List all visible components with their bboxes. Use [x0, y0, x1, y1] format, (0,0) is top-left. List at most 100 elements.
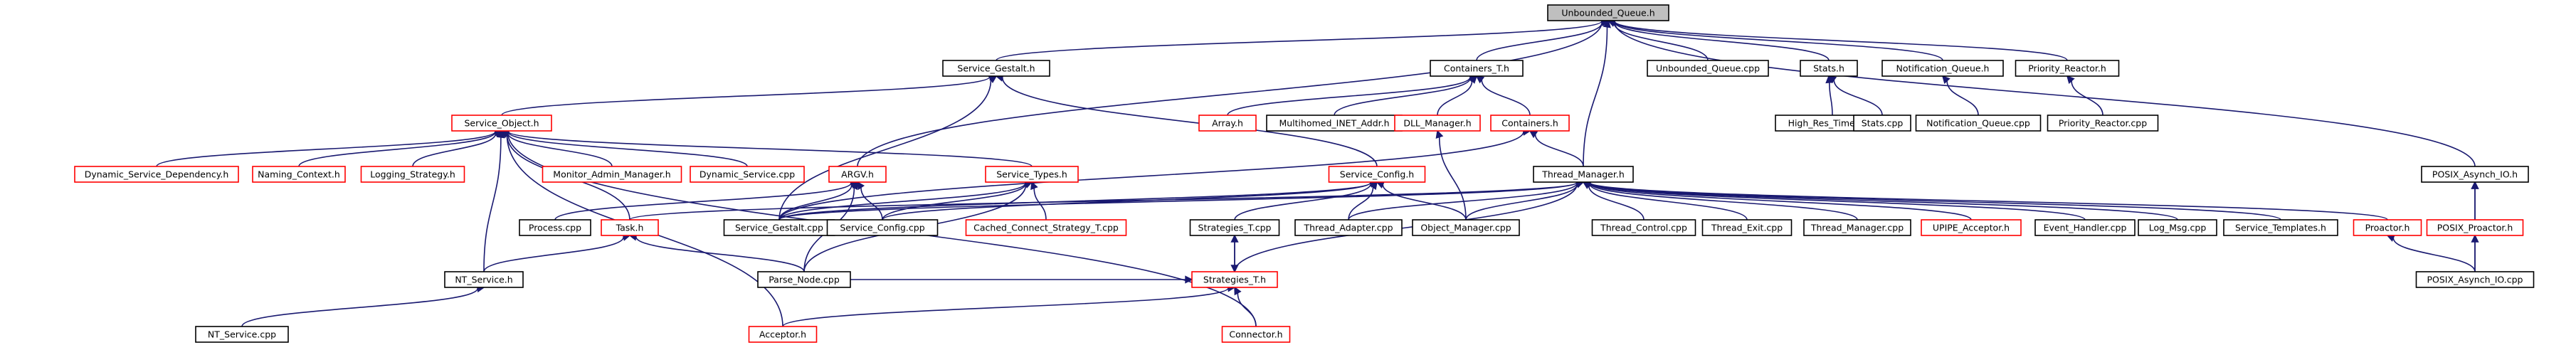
edge-line [507, 130, 1033, 167]
node-label: Connector.h [1229, 329, 1282, 340]
node-priority-reactor-h[interactable]: Priority_Reactor.h [2015, 60, 2120, 77]
node-box [2223, 219, 2338, 236]
node-box [451, 115, 552, 132]
node-box [2034, 219, 2136, 236]
node-unbounded-queue-cpp[interactable]: Unbounded_Queue.cpp [1647, 60, 1769, 77]
node-posix-asynch-io-h[interactable]: POSIX_Asynch_IO.h [2421, 166, 2529, 183]
node-argv-h[interactable]: ARGV.h [828, 166, 887, 183]
node-nt-service-cpp[interactable]: NT_Service.cpp [195, 326, 289, 343]
edge-posix_asynch_io_cpp-to-proactor_h [2386, 234, 2476, 272]
edge-line [778, 182, 1026, 221]
node-label: Strategies_T.h [1203, 275, 1266, 285]
edge-line [2392, 238, 2476, 272]
node-naming-context-h[interactable]: Naming_Context.h [252, 166, 346, 183]
node-box [2415, 271, 2535, 288]
node-label: Acceptor.h [759, 329, 806, 340]
node-upipe-acceptor-h[interactable]: UPIPE_Acceptor.h [1921, 219, 2022, 236]
node-notification-queue-h[interactable]: Notification_Queue.h [1881, 60, 2004, 77]
edge-service_gestalt_cpp-to-service_gestalt_h [778, 75, 998, 221]
edge-object_manager_cpp-to-service_config_h [1376, 181, 1467, 221]
edge-notification_queue_cpp-to-notification_queue_h [1941, 75, 1979, 116]
node-dll-manager-h[interactable]: DLL_Manager.h [1394, 115, 1481, 132]
node-proactor-h[interactable]: Proactor.h [2353, 219, 2422, 236]
edge-line [507, 131, 748, 167]
node-service-config-cpp[interactable]: Service_Config.cpp [826, 219, 939, 236]
node-event-handler-cpp[interactable]: Event_Handler.cpp [2034, 219, 2136, 236]
edge-line [554, 182, 852, 221]
edge-priority_reactor_h-to-unbounded_queue_h [1607, 17, 2068, 61]
node-thread-manager-cpp[interactable]: Thread_Manager.cpp [1803, 219, 1911, 236]
node-posix-proactor-h[interactable]: POSIX_Proactor.h [2426, 219, 2524, 236]
node-service-config-h[interactable]: Service_Config.h [1328, 166, 1426, 183]
node-box [1647, 60, 1769, 77]
node-label: Unbounded_Queue.h [1561, 8, 1654, 18]
node-box [1430, 60, 1524, 77]
node-box [1191, 271, 1278, 288]
node-multihomed-inet-addr-h[interactable]: Multihomed_INET_Addr.h [1266, 115, 1403, 132]
node-box [1221, 326, 1291, 343]
node-box [1533, 166, 1634, 183]
edge-thread_manager_h-to-unbounded_queue_h [1583, 19, 1611, 167]
node-box [1198, 115, 1257, 132]
node-monitor-admin-manager-h[interactable]: Monitor_Admin_Manager.h [542, 166, 682, 183]
node-connector-h[interactable]: Connector.h [1221, 326, 1291, 343]
edge-stats_h-to-unbounded_queue_h [1607, 18, 1830, 61]
node-label: Containers.h [1501, 118, 1558, 129]
node-service-object-h[interactable]: Service_Object.h [451, 115, 552, 132]
edge-dynamic_service_dependency_h-to-service_object_h [156, 127, 503, 167]
node-notification-queue-cpp[interactable]: Notification_Queue.cpp [1915, 115, 2042, 132]
node-thread-adapter-cpp[interactable]: Thread_Adapter.cpp [1294, 219, 1403, 236]
edge-acceptor_h-to-strategies_t_h [782, 284, 1236, 327]
node-process-cpp[interactable]: Process.cpp [519, 219, 591, 236]
edge-arrowhead [497, 129, 505, 139]
node-dynamic-service-dependency-h[interactable]: Dynamic_Service_Dependency.h [74, 166, 239, 183]
node-logging-strategy-h[interactable]: Logging_Strategy.h [360, 166, 465, 183]
node-containers-t-h[interactable]: Containers_T.h [1430, 60, 1524, 77]
node-strategies-t-cpp[interactable]: Strategies_T.cpp [1189, 219, 1280, 236]
node-posix-asynch-io-cpp[interactable]: POSIX_Asynch_IO.cpp [2415, 271, 2535, 288]
node-priority-reactor-cpp[interactable]: Priority_Reactor.cpp [2047, 115, 2159, 132]
edge-arrowhead [1941, 75, 1951, 84]
node-service-types-h[interactable]: Service_Types.h [985, 166, 1079, 183]
node-stats-h[interactable]: Stats.h [1800, 60, 1858, 77]
node-array-h[interactable]: Array.h [1198, 115, 1257, 132]
edge-line [156, 131, 496, 167]
node-label: Proactor.h [2365, 223, 2410, 233]
node-box [1294, 219, 1403, 236]
node-service-templates-h[interactable]: Service_Templates.h [2223, 219, 2338, 236]
edge-parse_node_cpp-to-task_h [628, 233, 805, 272]
node-label: Priority_Reactor.cpp [2059, 118, 2147, 129]
node-containers-h[interactable]: Containers.h [1490, 115, 1570, 132]
node-log-msg-cpp[interactable]: Log_Msg.cpp [2138, 219, 2217, 236]
edge-line [1613, 23, 1709, 61]
node-label: POSIX_Proactor.h [2437, 223, 2513, 233]
node-parse-node-cpp[interactable]: Parse_Node.cpp [757, 271, 851, 288]
node-thread-manager-h[interactable]: Thread_Manager.h [1533, 166, 1634, 183]
node-box [360, 166, 465, 183]
node-service-gestalt-h[interactable]: Service_Gestalt.h [942, 60, 1050, 77]
node-box [690, 166, 805, 183]
node-strategies-t-h[interactable]: Strategies_T.h [1191, 271, 1278, 288]
node-object-manager-cpp[interactable]: Object_Manager.cpp [1412, 219, 1520, 236]
node-thread-control-cpp[interactable]: Thread_Control.cpp [1591, 219, 1696, 236]
node-label: Parse_Node.cpp [769, 275, 840, 285]
edge-task_h-to-thread_manager_h [629, 178, 1585, 221]
edge-line [882, 181, 1371, 221]
edge-line [483, 236, 625, 272]
edge-line [1583, 26, 1608, 167]
node-task-h[interactable]: Task.h [601, 219, 659, 236]
edge-line [1234, 184, 1372, 221]
node-service-gestalt-cpp[interactable]: Service_Gestalt.cpp [723, 219, 835, 236]
node-stats-cpp[interactable]: Stats.cpp [1853, 115, 1911, 132]
edge-multihomed_inet_addr_h-to-containers_t_h [1334, 74, 1478, 116]
node-cached-connect-strategy-t-cpp[interactable]: Cached_Connect_Strategy_T.cpp [965, 219, 1127, 236]
edge-arrowhead [1234, 286, 1242, 296]
node-acceptor-h[interactable]: Acceptor.h [748, 326, 818, 343]
edge-line [1001, 78, 1378, 167]
node-box [195, 326, 289, 343]
node-label: Service_Templates.h [2235, 223, 2326, 233]
node-thread-exit-cpp[interactable]: Thread_Exit.cpp [1701, 219, 1793, 236]
node-nt-service-h[interactable]: NT_Service.h [444, 271, 524, 288]
node-dynamic-service-cpp[interactable]: Dynamic_Service.cpp [690, 166, 805, 183]
edge-line [507, 132, 613, 167]
